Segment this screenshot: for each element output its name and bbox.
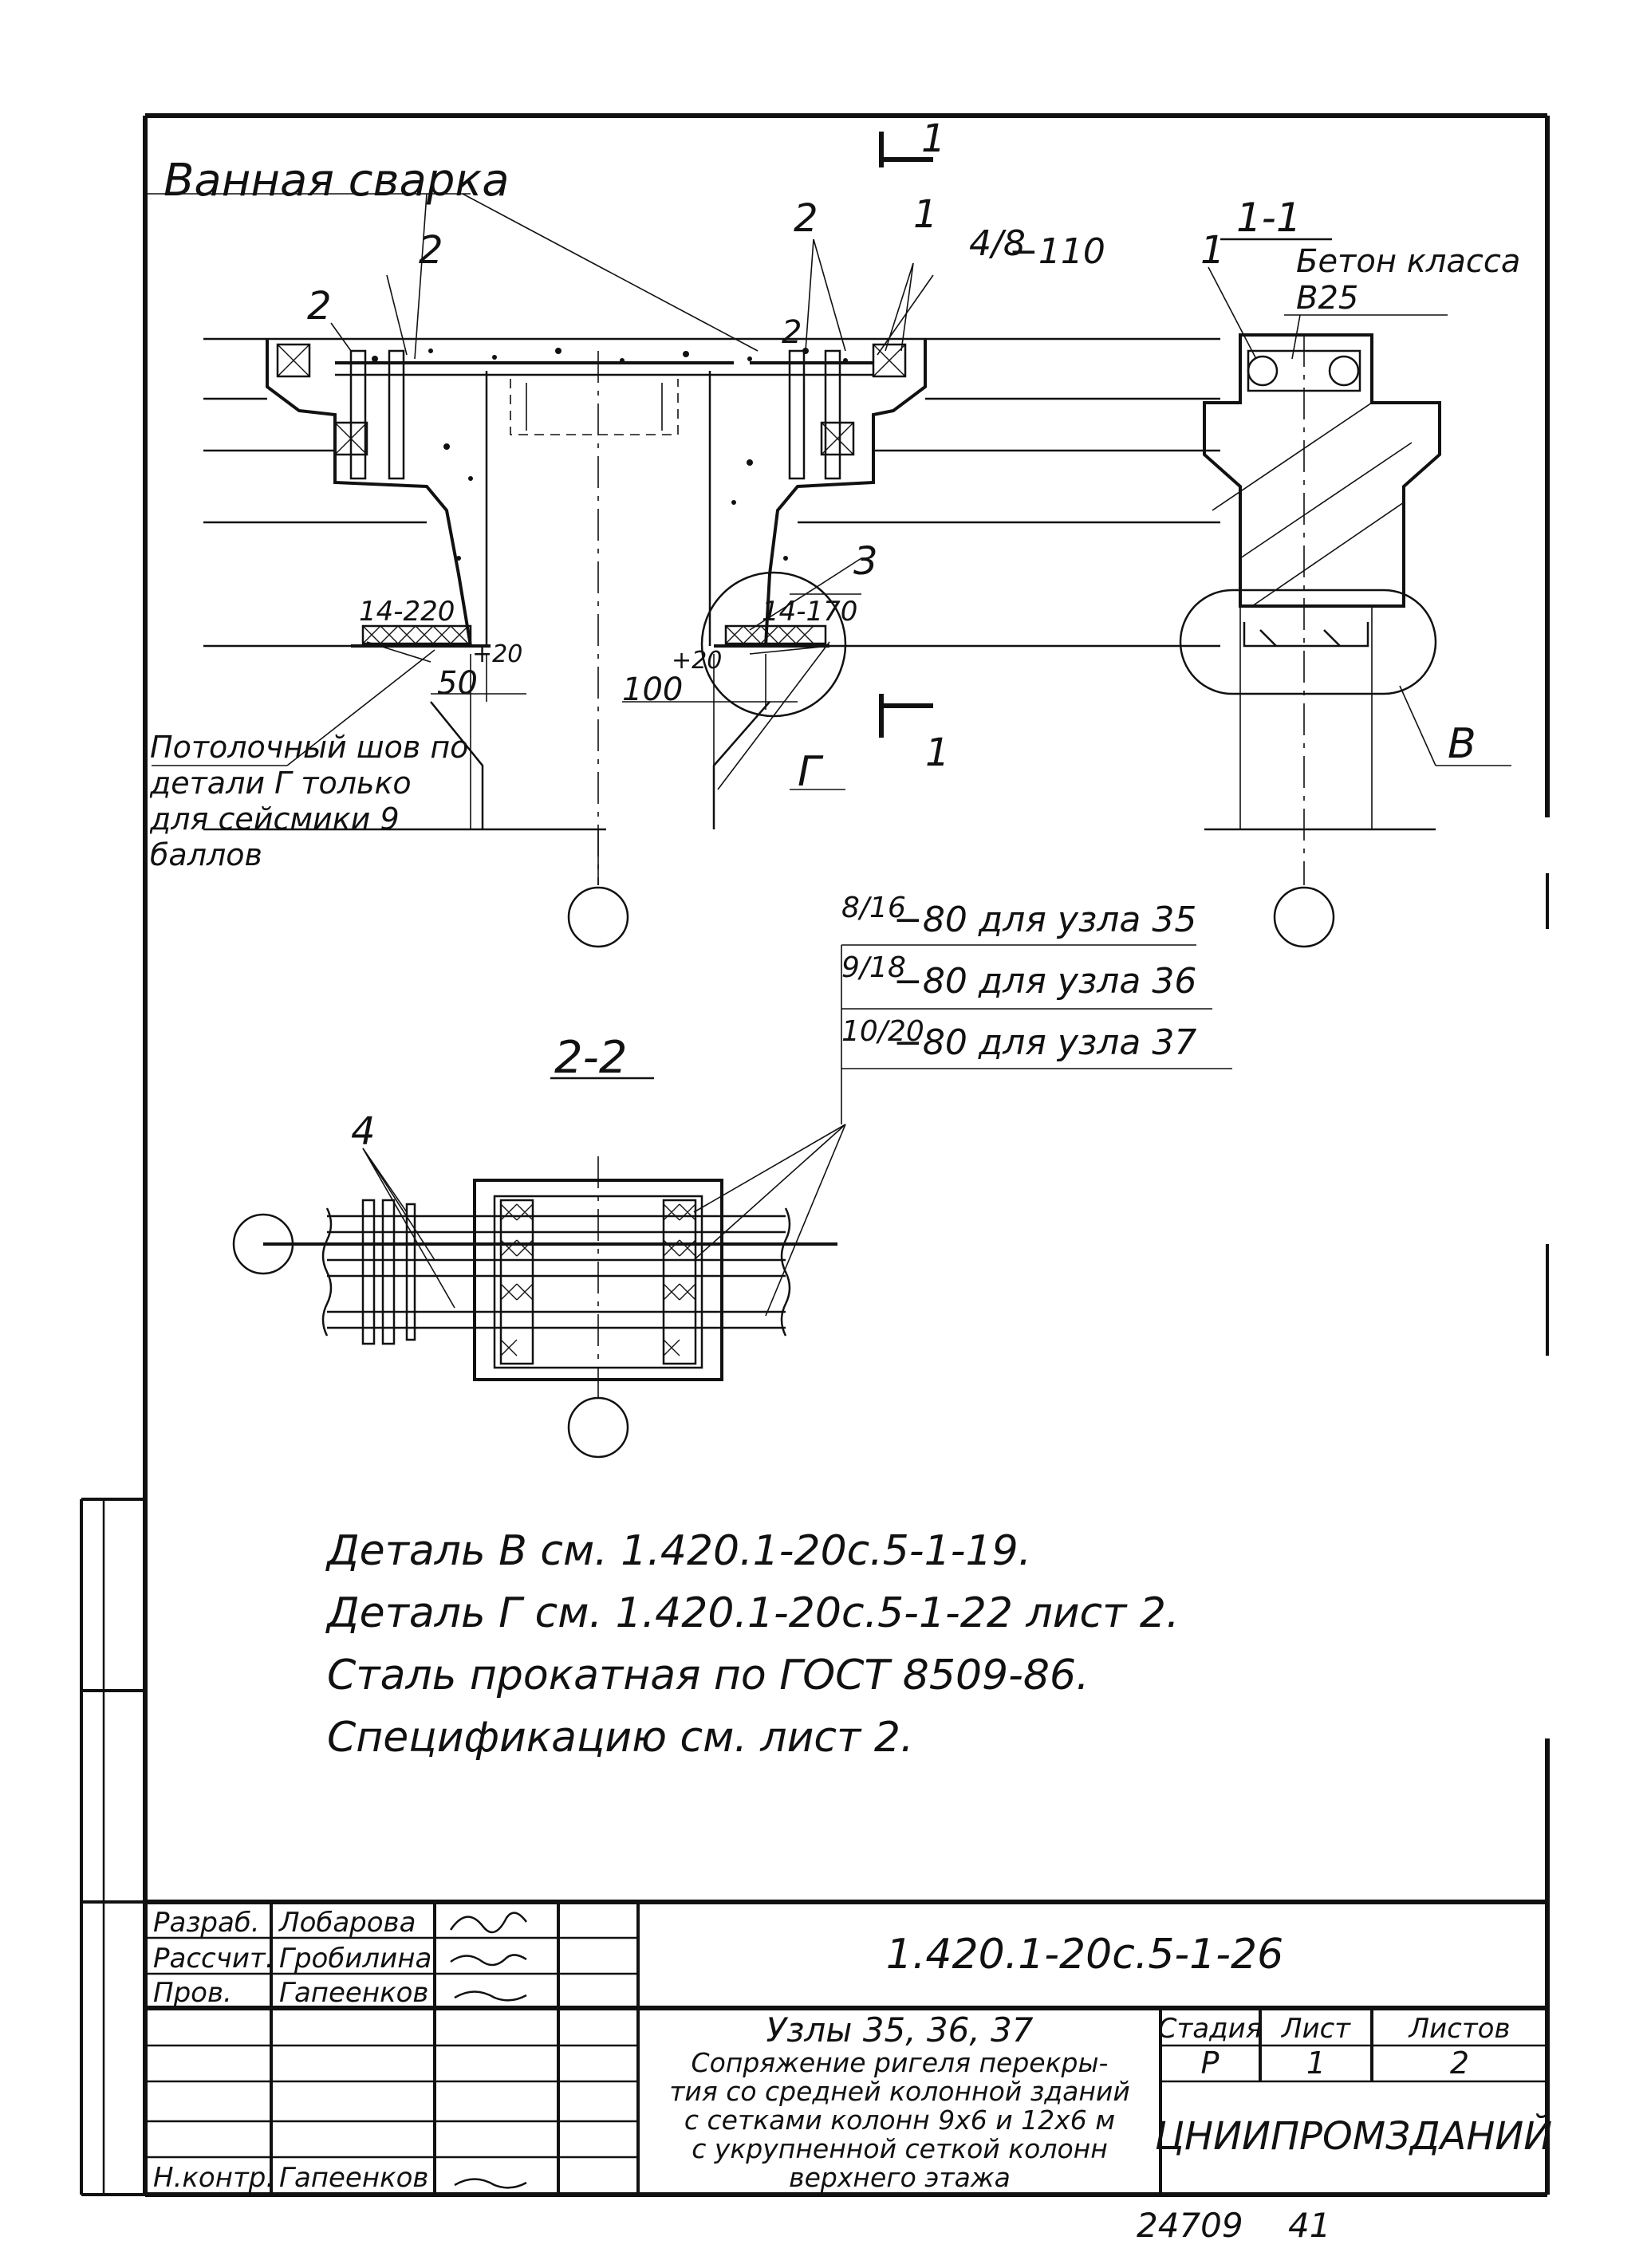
- axis-marker-left: [232, 1213, 294, 1275]
- axis-marker-main: [567, 886, 629, 948]
- concrete-note-box: Бетон класса В25: [1296, 243, 1521, 317]
- tb-title-1: Сопряжение ригеля перекры-: [692, 2047, 1109, 2078]
- bottom-plate-right: [714, 624, 829, 648]
- weld-note: Ванная сварка: [164, 155, 510, 207]
- tb-sheet: 1: [1306, 2046, 1326, 2081]
- tb-sheets-label: Листов: [1407, 2013, 1510, 2045]
- pos-label: 2: [307, 284, 332, 329]
- note-node-37: −80 для узла 37: [893, 1022, 1196, 1063]
- tb-title-3: с сетками колонн 9х6 и 12х6 м: [684, 2105, 1115, 2136]
- pos-label: 2: [419, 228, 443, 273]
- section-mark: 1: [921, 116, 946, 161]
- tol-50: +20: [472, 640, 522, 668]
- tb-name-6: Гапеенков: [279, 2162, 428, 2194]
- tb-stage: Р: [1201, 2046, 1220, 2081]
- tol-100: +20: [672, 647, 722, 675]
- ceiling-weld-note: Потолочный шов по детали Г только для се…: [150, 730, 469, 872]
- label-14-170: 14-170: [762, 596, 857, 628]
- detail-v-label: В: [1448, 720, 1476, 768]
- concrete-note: Бетон класса В25: [1296, 243, 1521, 317]
- pos-label: 2: [794, 196, 818, 241]
- tb-title-2: тия со средней колонной зданий: [669, 2076, 1130, 2107]
- fraction-10-20: 10/20: [841, 1015, 924, 1048]
- axis-marker-bottom: [567, 1396, 629, 1459]
- pos-label: 2: [782, 314, 802, 351]
- tb-role-6: Н.контр.: [153, 2162, 274, 2194]
- node-notes: [841, 944, 1232, 1124]
- reinforcement-right: [750, 343, 907, 480]
- section-2-2: [263, 1077, 846, 1404]
- dim-50: 50: [437, 665, 478, 702]
- tb-name-1: Гробилина: [279, 1943, 431, 1975]
- note-1: Деталь В см. 1.420.1-20с.5-1-19.: [325, 1527, 1031, 1575]
- tb-name-0: Лобарова: [278, 1907, 416, 1939]
- detail-v-oval: [1179, 589, 1437, 695]
- fraction-9-18: 9/18: [841, 951, 906, 984]
- hatched-blocks: [499, 1199, 697, 1365]
- tb-role-2: Пров.: [153, 1977, 232, 2009]
- tb-designation: 1.420.1-20с.5-1-26: [886, 1931, 1283, 1979]
- tb-name-2: Гапеенков: [279, 1977, 428, 2009]
- tb-organization: ЦНИИПРОМЗДАНИЙ: [1155, 2113, 1552, 2159]
- footer-number: 24709: [1137, 2206, 1243, 2245]
- ceiling-weld-note-box: Потолочный шов по детали Г только для се…: [150, 730, 469, 872]
- main-section: [148, 132, 1220, 885]
- label-14-220: 14-220: [359, 596, 455, 628]
- fraction-4-8-value: −110: [1009, 231, 1105, 272]
- fraction-8-16: 8/16: [841, 892, 906, 924]
- pos-label: 1: [913, 192, 938, 237]
- note-3: Сталь прокатная по ГОСТ 8509-86.: [327, 1652, 1090, 1699]
- section-2-2-title: 2-2: [554, 1032, 627, 1084]
- tb-title-5: верхнего этажа: [789, 2162, 1011, 2193]
- tb-role-0: Разраб.: [153, 1907, 260, 1939]
- reinforcement-left: [276, 343, 734, 480]
- axis-marker-section-1-1: [1273, 886, 1335, 948]
- fraction-4-8: 4/8: [969, 223, 1026, 264]
- tb-sheets: 2: [1450, 2046, 1469, 2081]
- note-4: Спецификацию см. лист 2.: [327, 1714, 913, 1762]
- pos-label: 1: [1200, 228, 1225, 273]
- section-1-1-title: 1-1: [1236, 195, 1302, 241]
- note-node-36: −80 для узла 36: [893, 961, 1196, 1002]
- pos-label: 3: [853, 539, 878, 584]
- tb-stage-label: Стадия: [1158, 2013, 1262, 2045]
- footer-page: 41: [1288, 2206, 1330, 2245]
- section-mark: 1: [925, 730, 950, 775]
- detail-g-label: Г: [798, 748, 824, 796]
- dim-100: 100: [622, 671, 683, 708]
- section-1-1: [1179, 238, 1511, 885]
- sheet-frame: [143, 113, 1550, 2197]
- pos-label: 4: [351, 1109, 376, 1154]
- tb-role-1: Рассчит.: [153, 1943, 274, 1975]
- note-2: Деталь Г см. 1.420.1-20с.5-1-22 лист 2.: [325, 1589, 1180, 1637]
- note-node-35: −80 для узла 35: [893, 900, 1196, 940]
- tb-title-0: Узлы 35, 36, 37: [766, 2010, 1033, 2049]
- bottom-plate-left: [351, 624, 491, 648]
- tb-sheet-label: Лист: [1280, 2013, 1351, 2045]
- binding-strip: [80, 1498, 145, 2196]
- tb-title-4: с укрупненной сеткой колонн: [692, 2133, 1108, 2164]
- title-block: [145, 1900, 1547, 2195]
